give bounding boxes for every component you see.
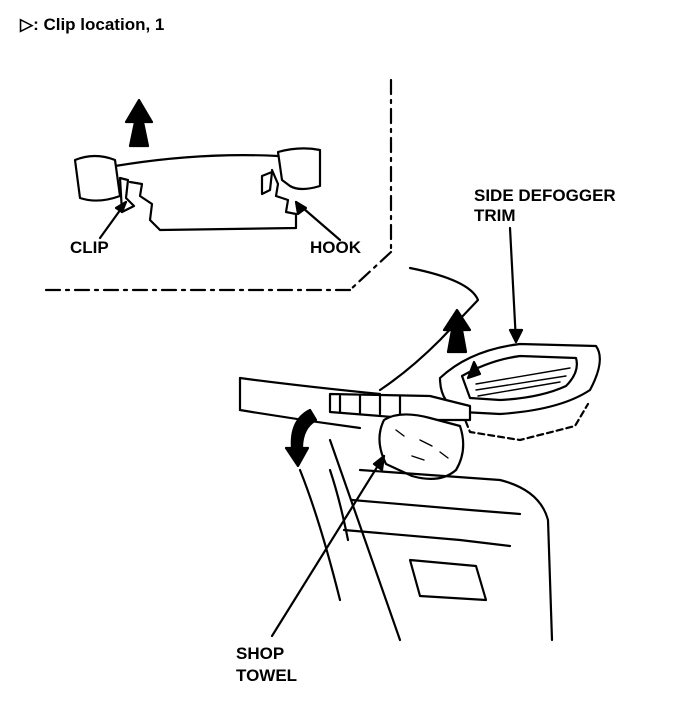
side-defogger-trim xyxy=(438,342,601,442)
screwdriver xyxy=(328,392,472,422)
shop-towel xyxy=(378,413,465,481)
trim-label-line1: SIDE DEFOGGER xyxy=(474,186,616,205)
triangle-marker-icon: ▷ xyxy=(20,15,34,34)
rotate-arrow-icon xyxy=(284,408,318,468)
detail-inset-frame xyxy=(38,78,393,292)
clip-label: CLIP xyxy=(70,238,109,257)
legend-text: : Clip location, 1 xyxy=(33,15,165,34)
towel-label-line1: SHOP xyxy=(236,644,285,663)
trim-label-line2: TRIM xyxy=(474,206,516,225)
inset-panel xyxy=(73,147,322,232)
hook-label: HOOK xyxy=(310,238,361,257)
inset-up-arrow-icon xyxy=(124,98,154,148)
legend: ▷: Clip location, 1 xyxy=(20,15,164,35)
towel-label-line2: TOWEL xyxy=(236,666,298,685)
lower-panel xyxy=(328,468,554,642)
trim-up-arrow-icon xyxy=(442,308,472,354)
